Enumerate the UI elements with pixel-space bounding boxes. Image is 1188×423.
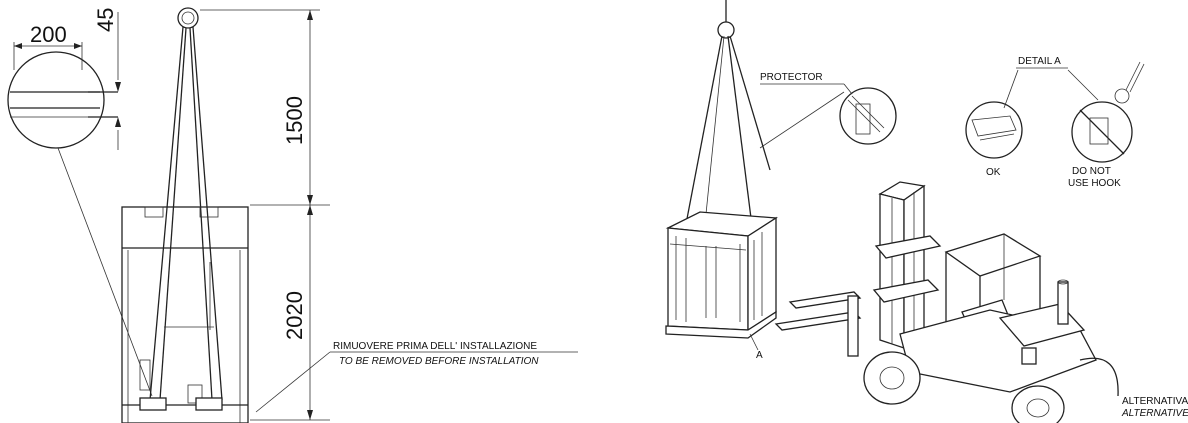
do-not-line1: DO NOT xyxy=(1072,166,1111,177)
front-wheel xyxy=(863,351,921,405)
dimension-45: 45 xyxy=(93,8,121,150)
isometric-view: A PROTECTOR DETAIL A OK xyxy=(665,0,1188,423)
forklift xyxy=(774,181,1119,423)
removal-note-en: TO BE REMOVED BEFORE INSTALLATION xyxy=(339,356,539,367)
alternative-en: ALTERNATIVE xyxy=(1121,408,1188,419)
detail-a: DETAIL A OK DO NOT USE HOOK xyxy=(965,56,1145,189)
iso-mark-a: A xyxy=(756,350,763,361)
dimension-1500-label: 1500 xyxy=(282,96,307,145)
dimension-45-label: 45 xyxy=(93,8,118,32)
dimension-vertical: 1500 2020 xyxy=(200,9,330,421)
removal-note-it: RIMUOVERE PRIMA DELL' INSTALLAZIONE xyxy=(333,341,537,352)
detail-ok-circle xyxy=(965,101,1023,159)
do-not-line2: USE HOOK xyxy=(1068,178,1121,189)
dimension-200-label: 200 xyxy=(30,22,67,47)
iso-slings xyxy=(685,35,771,227)
detail-ok-label: OK xyxy=(986,167,1001,178)
lifting-ring xyxy=(177,7,199,29)
removal-note: RIMUOVERE PRIMA DELL' INSTALLAZIONE TO B… xyxy=(255,341,578,413)
alternative-it: ALTERNATIVA xyxy=(1122,396,1188,407)
alternative-label: ALTERNATIVA ALTERNATIVE xyxy=(1121,396,1188,419)
detail-no-hook-circle xyxy=(1071,101,1133,163)
crane-hook xyxy=(717,0,735,39)
rear-wheel xyxy=(1011,385,1065,423)
cabinet-iso: A xyxy=(665,211,778,361)
lifting-slings xyxy=(149,26,223,401)
dimension-2020-label: 2020 xyxy=(282,291,307,340)
cabinet-front xyxy=(121,206,249,423)
hook-icon xyxy=(1114,88,1130,104)
protector-label: PROTECTOR xyxy=(760,72,823,83)
detail-circle xyxy=(7,51,153,397)
front-view: 200 45 xyxy=(7,7,578,423)
dimension-200: 200 xyxy=(13,22,83,70)
detail-a-label: DETAIL A xyxy=(1018,56,1061,67)
protector-detail: PROTECTOR xyxy=(759,72,897,149)
